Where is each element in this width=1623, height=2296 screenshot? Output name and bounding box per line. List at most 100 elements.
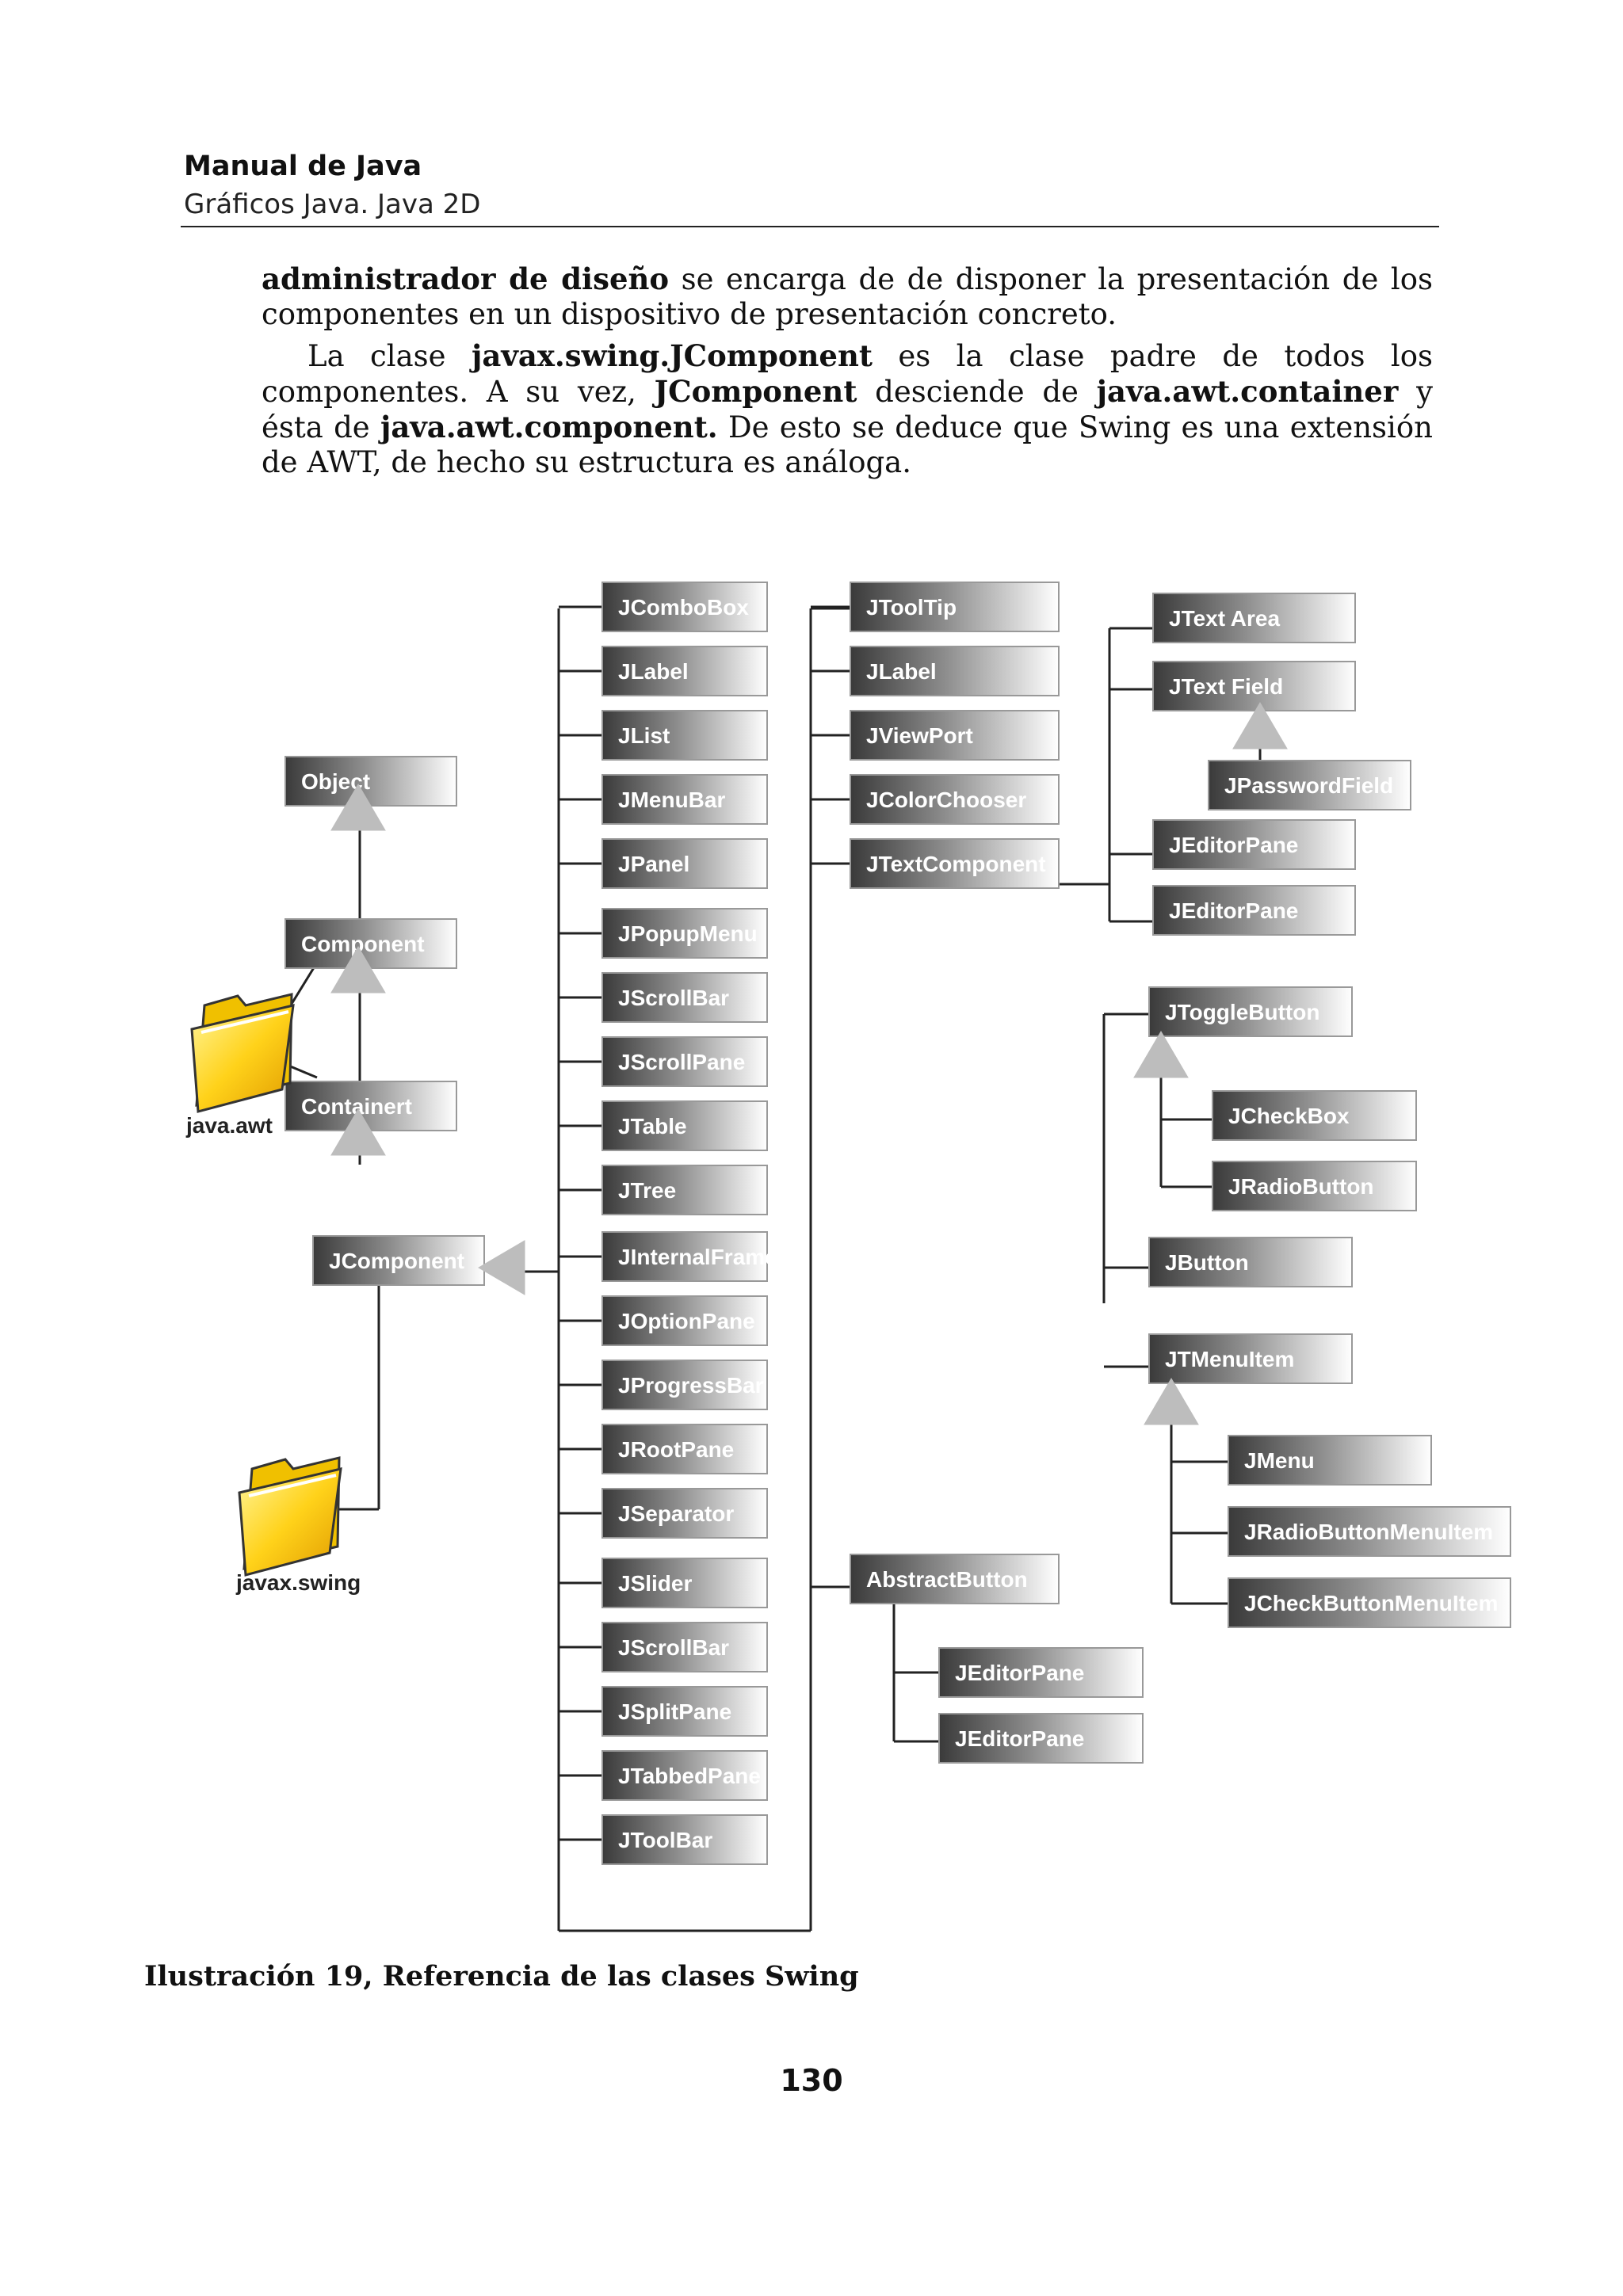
- class-box-label: JPanel: [618, 852, 689, 876]
- class-box-jradiobutton: JRadioButton: [1212, 1161, 1417, 1211]
- class-box-jviewport: JViewPort: [850, 710, 1060, 761]
- class-box-label: JEditorPane: [955, 1661, 1084, 1685]
- header-subtitle: Gráficos Java. Java 2D: [184, 189, 481, 220]
- class-box-jtext-field: JText Field: [1152, 661, 1356, 711]
- class-box-label: JButton: [1165, 1250, 1249, 1275]
- class-box-label: JEditorPane: [955, 1726, 1084, 1751]
- arrow-to-object: [330, 784, 386, 831]
- class-box-object: Object: [285, 756, 457, 807]
- class-box-jcheckbox: JCheckBox: [1212, 1090, 1417, 1141]
- class-box-label: JToolTip: [866, 595, 957, 620]
- term-jcomponent: JComponent: [654, 374, 857, 409]
- class-box-jprogressbar: JProgressBar: [601, 1360, 768, 1410]
- class-box-label: JScrollPane: [618, 1050, 745, 1074]
- class-box-label: JTabbedPane: [618, 1764, 761, 1788]
- class-box-label: JComponent: [329, 1249, 464, 1273]
- paragraph-2-text-d: y ésta de: [262, 375, 1433, 444]
- class-box-label: JText Field: [1169, 674, 1283, 699]
- class-box-jtextcomponent: JTextComponent: [850, 838, 1060, 889]
- class-box-label: JComboBox: [618, 595, 749, 620]
- class-box-jcomponent: JComponent: [312, 1235, 485, 1286]
- class-box-component: Component: [285, 918, 457, 969]
- class-box-label: JScrollBar: [618, 986, 729, 1010]
- class-box-label: JInternalFrame: [618, 1245, 777, 1269]
- class-box-jinternalframe: JInternalFrame: [601, 1231, 777, 1282]
- class-box-label: JRootPane: [618, 1437, 734, 1462]
- class-box-label: JViewPort: [866, 723, 973, 748]
- term-layout-manager: administrador de diseño: [262, 261, 670, 296]
- class-box-jtree: JTree: [601, 1165, 768, 1215]
- figure-caption: Ilustración 19, Referencia de las clases…: [144, 1960, 859, 1993]
- arrow-to-component: [330, 946, 386, 994]
- class-box-jscrollbar: JScrollBar: [601, 972, 768, 1023]
- class-box-text-editorpane-1: JEditorPane: [1152, 819, 1356, 870]
- page-number: 130: [780, 2063, 843, 2098]
- class-box-label: JCheckButtonMenuItem: [1244, 1591, 1498, 1615]
- class-box-jscrollbar: JScrollBar: [601, 1622, 768, 1672]
- class-box-jrootpane: JRootPane: [601, 1424, 768, 1474]
- class-box-label: JToggleButton: [1165, 1000, 1319, 1024]
- class-box-jpanel: JPanel: [601, 838, 768, 889]
- class-box-joptionpane: JOptionPane: [601, 1295, 768, 1346]
- class-box-abstractbutton: AbstractButton: [850, 1554, 1060, 1604]
- class-box-label: JEditorPane: [1169, 898, 1298, 923]
- class-box-jcombobox: JComboBox: [601, 582, 768, 632]
- class-box-label: JToolBar: [618, 1828, 712, 1852]
- class-box-jsplitpane: JSplitPane: [601, 1686, 768, 1737]
- class-box-label: JColorChooser: [866, 788, 1026, 812]
- class-box-jpasswordfield: JPasswordField: [1208, 760, 1411, 810]
- class-box-label: JRadioButtonMenuItem: [1244, 1520, 1493, 1544]
- class-box-jtmenuitem: JTMenuItem: [1148, 1333, 1353, 1384]
- folder-java-awt: [190, 993, 295, 1113]
- paragraph-2-text-c: desciende de: [857, 375, 1097, 409]
- class-box-label: JOptionPane: [618, 1309, 755, 1333]
- class-box-text-editorpane-2: JEditorPane: [1152, 885, 1356, 936]
- paragraph-2-text-e: De esto se deduce que Swing es una exten…: [262, 410, 1433, 479]
- class-box-label: JPasswordField: [1224, 773, 1393, 798]
- class-box-label: JSplitPane: [618, 1699, 731, 1724]
- class-box-jseparator: JSeparator: [601, 1488, 768, 1539]
- class-box-label: JText Area: [1169, 606, 1280, 631]
- class-box-label: JProgressBar: [618, 1373, 764, 1398]
- folder-label-javax-swing: javax.swing: [235, 1570, 361, 1595]
- term-jcomponent-class: javax.swing.JComponent: [472, 338, 873, 373]
- class-box-jpopupmenu: JPopupMenu: [601, 908, 768, 959]
- class-box-jmenubar: JMenuBar: [601, 774, 768, 825]
- class-box-label: JSeparator: [618, 1501, 734, 1526]
- paragraph-1: administrador de diseño se encarga de de…: [262, 261, 1433, 332]
- paragraph-2-text-a: La clase: [307, 339, 472, 373]
- class-box-label: Component: [301, 932, 425, 956]
- class-box-label: JTextComponent: [866, 852, 1046, 876]
- class-box-label: JList: [618, 723, 670, 748]
- arrow-to-jtmenuitem: [1144, 1378, 1199, 1425]
- class-box-jcolorchooser: JColorChooser: [850, 774, 1060, 825]
- class-box-label: JPopupMenu: [618, 921, 758, 946]
- arrow-to-jtogglebutton: [1133, 1031, 1189, 1078]
- term-awt-container: java.awt.container: [1096, 374, 1399, 409]
- class-box-jmenu: JMenu: [1228, 1435, 1432, 1486]
- class-box-jtogglebutton: JToggleButton: [1148, 986, 1353, 1037]
- class-box-abstractbutton-child-1: JEditorPane: [938, 1647, 1144, 1698]
- folder-javax-swing: [238, 1456, 342, 1577]
- class-box-jtabbedpane: JTabbedPane: [601, 1750, 768, 1801]
- class-box-jslider: JSlider: [601, 1558, 768, 1608]
- class-box-label: JRadioButton: [1228, 1174, 1374, 1199]
- arrow-to-containert: [330, 1108, 386, 1156]
- class-box-abstractbutton-child-2: JEditorPane: [938, 1713, 1144, 1764]
- arrow-to-jcomponent: [478, 1240, 525, 1295]
- class-box-label: JScrollBar: [618, 1635, 729, 1660]
- folder-label-java-awt: java.awt: [185, 1113, 273, 1138]
- class-box-label: JSlider: [618, 1571, 692, 1596]
- class-box-label: JTable: [618, 1114, 687, 1138]
- package-folders: [190, 993, 342, 1577]
- class-box-label: JTMenuItem: [1165, 1347, 1294, 1371]
- class-box-jtooltip: JToolTip: [850, 582, 1060, 632]
- term-awt-component: java.awt.component.: [380, 410, 718, 444]
- class-box-jlabel: JLabel: [850, 646, 1060, 696]
- class-box-label: JLabel: [618, 659, 689, 684]
- class-box-jcheckbuttonmenuitem: JCheckButtonMenuItem: [1228, 1577, 1511, 1628]
- class-box-label: JMenu: [1244, 1448, 1315, 1473]
- class-box-containert: Containert: [285, 1081, 457, 1131]
